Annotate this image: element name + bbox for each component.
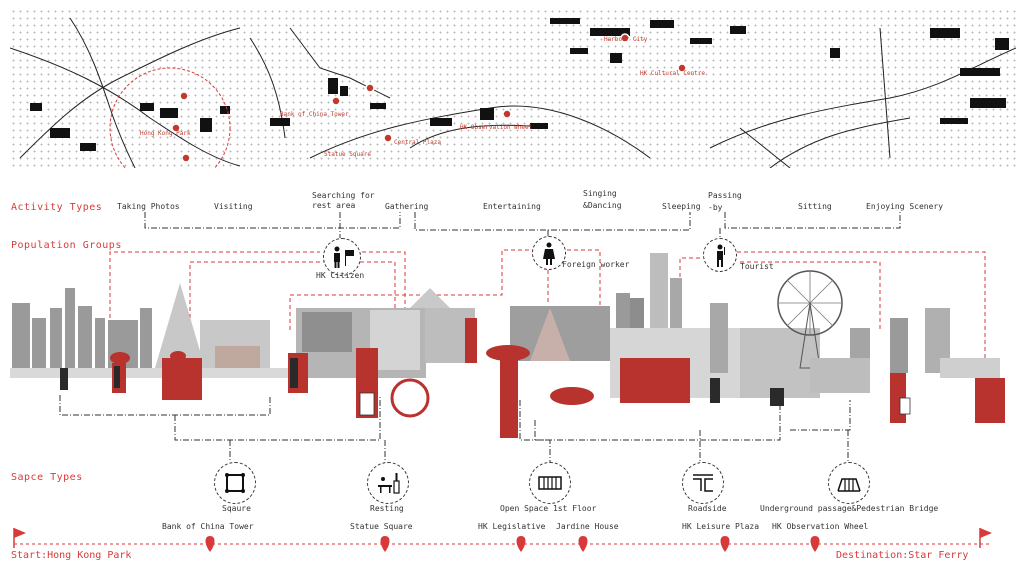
foreign-worker-label: Foreign worker: [562, 260, 630, 269]
activity-label: Entertaining: [483, 202, 541, 211]
map-label: HK Observation Wheel: [460, 124, 533, 131]
activity-label: Visiting: [214, 202, 253, 211]
square-space-marker: [214, 462, 256, 504]
activity-types-heading: Activity Types: [11, 202, 103, 213]
activity-label: Sitting: [798, 202, 832, 211]
person-icon: [543, 242, 555, 265]
activity-label: Taking Photos: [117, 202, 180, 211]
space-type-label: Resting: [370, 504, 404, 513]
activity-label: Passing -by: [708, 191, 742, 212]
map-label: Harbour City: [604, 36, 648, 43]
space-type-label: Open Space 1st Floor: [500, 504, 597, 513]
flag-marker-icon: [979, 528, 992, 548]
hk-citizen-marker: [323, 238, 361, 276]
route-destination: Destination:Star Ferry: [836, 550, 969, 561]
tourist-marker: [703, 238, 737, 272]
road-icon: [693, 474, 713, 492]
activity-label: Sleeping: [662, 202, 701, 211]
activity-label: Singing &Dancing: [583, 189, 622, 210]
underpass-bridge-marker: [828, 462, 870, 504]
foreign-worker-marker: [532, 236, 566, 270]
map-label: HK Cultural Centre: [640, 70, 706, 77]
grid-icon: [538, 476, 562, 490]
flag-icon: [346, 250, 354, 256]
resting-space-marker: [367, 462, 409, 504]
activity-label: Enjoying Scenery: [866, 202, 944, 211]
map-label: Bank of China Tower: [280, 111, 349, 118]
location-label: Bank of China Tower: [162, 522, 254, 531]
location-label: Statue Square: [350, 522, 413, 531]
map-linework: [10, 17, 1016, 168]
route-start: Start:Hong Kong Park: [11, 550, 132, 561]
route-line: [13, 528, 992, 552]
location-label: HK Observation Wheel: [772, 522, 869, 531]
space-types-heading: Sapce Types: [11, 472, 83, 483]
roadside-marker: [682, 462, 724, 504]
square-icon: [225, 473, 245, 493]
population-groups-heading: Population Groups: [11, 240, 122, 251]
activity-label: Gathering: [385, 202, 429, 211]
bench-icon: [378, 473, 400, 494]
hk-citizen-label: HK Citizen: [316, 271, 365, 280]
open-space-marker: [529, 462, 571, 504]
person-icon: [334, 246, 354, 268]
space-type-label: Underground passage&Pedestrian Bridge: [760, 504, 939, 513]
site-map: Harbour City HK Cultural Centre Hong Kon…: [10, 8, 1016, 168]
person-icon: [717, 244, 725, 267]
bridge-icon: [837, 478, 861, 492]
space-type-label: Roadside: [688, 504, 727, 513]
map-pin-icon: [205, 536, 820, 552]
activity-label: Searching for rest area: [312, 191, 375, 210]
flag-marker-icon: [13, 528, 26, 548]
space-type-label: Sqaure: [222, 504, 251, 513]
location-label: Jardine House: [556, 522, 619, 531]
street-panorama: [10, 253, 1005, 438]
location-label: HK Legislative: [478, 522, 546, 531]
map-label: Central Plaza: [394, 139, 441, 146]
map-label: Statue Square: [324, 151, 371, 158]
tourist-label: Tourist: [740, 262, 774, 271]
location-label: HK Leisure Plaza: [682, 522, 760, 531]
map-label: Hong Kong Park: [140, 130, 191, 137]
